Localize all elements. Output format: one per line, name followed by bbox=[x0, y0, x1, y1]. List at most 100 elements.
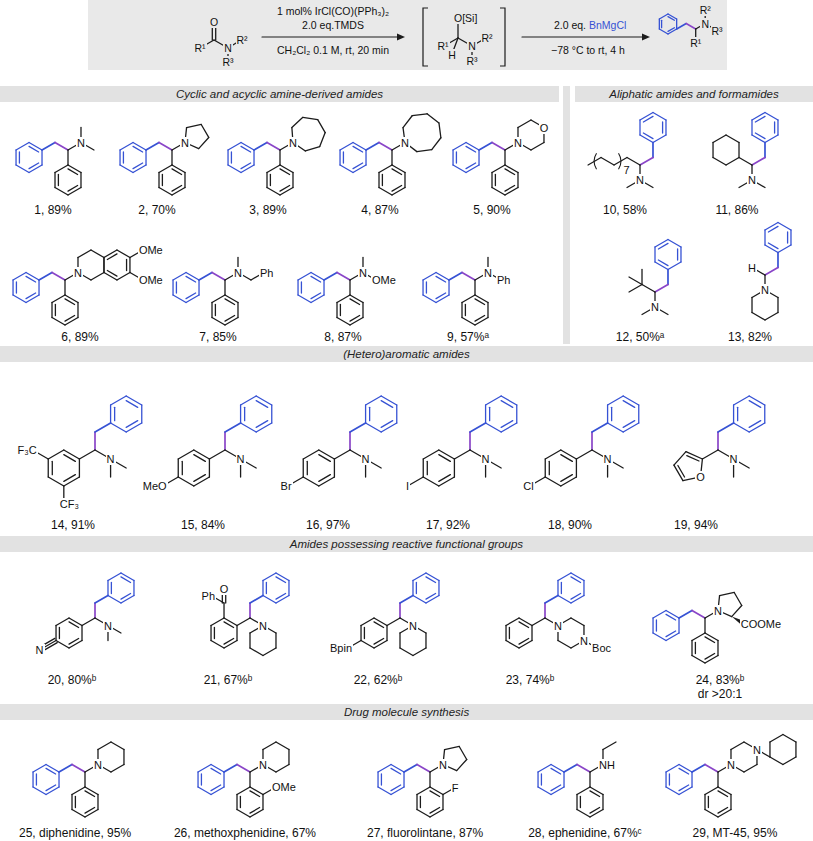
bond-line bbox=[237, 765, 250, 773]
bond-line bbox=[223, 772, 224, 787]
bond-line bbox=[478, 150, 479, 165]
atom-label: 7 bbox=[623, 164, 631, 176]
bond-line bbox=[489, 407, 490, 420]
bond-line bbox=[198, 280, 199, 295]
bond-line bbox=[361, 618, 374, 626]
bond-line bbox=[662, 122, 663, 133]
bond-line bbox=[749, 396, 765, 405]
bond-line bbox=[340, 143, 353, 151]
bond-line bbox=[250, 810, 263, 818]
bond-line bbox=[712, 143, 713, 158]
compound-caption: 25, diphenidine, 95% bbox=[18, 826, 132, 840]
bond-line bbox=[337, 273, 350, 281]
bond-line bbox=[439, 455, 451, 462]
bond-line bbox=[240, 405, 241, 423]
bond-line bbox=[457, 759, 467, 770]
atom-label: N bbox=[483, 267, 493, 279]
bond-line bbox=[231, 152, 232, 163]
bond-line bbox=[52, 295, 65, 303]
bond-line bbox=[505, 169, 515, 175]
bond-line bbox=[765, 135, 778, 143]
bond-line bbox=[107, 254, 117, 260]
bond-line bbox=[13, 273, 26, 281]
bond-line bbox=[571, 577, 581, 583]
bond-line bbox=[768, 243, 778, 249]
bond-line bbox=[391, 785, 401, 791]
bond-line bbox=[48, 450, 64, 459]
bond-line bbox=[379, 188, 392, 196]
bond-line bbox=[39, 273, 52, 281]
compound-caption: 26, methoxphenidine, 67% bbox=[173, 826, 317, 840]
atom-label: N bbox=[258, 620, 268, 632]
bond-line bbox=[212, 273, 225, 281]
bond-line bbox=[104, 250, 117, 258]
bond-line bbox=[95, 423, 111, 432]
bond-line bbox=[178, 459, 179, 477]
bond-line bbox=[75, 796, 76, 807]
bond-line bbox=[182, 461, 183, 474]
bond-line bbox=[224, 432, 226, 450]
bond-line bbox=[439, 123, 441, 138]
bond-line bbox=[250, 808, 260, 814]
section-band: Aliphatic amides and formamides bbox=[575, 86, 813, 102]
bond-line bbox=[91, 250, 104, 258]
bond-line bbox=[400, 648, 413, 656]
bond-line bbox=[211, 765, 224, 773]
bond-line bbox=[133, 146, 143, 152]
bond-line bbox=[110, 405, 111, 423]
bond-line bbox=[611, 407, 612, 420]
bond-line bbox=[271, 405, 272, 423]
bond-line bbox=[734, 396, 750, 405]
bond-line bbox=[783, 757, 796, 765]
bond-line bbox=[241, 143, 254, 151]
bond-line bbox=[403, 772, 404, 787]
bond-line bbox=[726, 135, 739, 143]
bracket bbox=[423, 8, 428, 66]
atom-label: Boc bbox=[591, 642, 612, 654]
bond-line bbox=[692, 611, 705, 619]
bond-line bbox=[668, 240, 681, 248]
bond-line bbox=[223, 603, 224, 618]
bond-line bbox=[486, 423, 502, 432]
bond-line bbox=[426, 596, 439, 604]
bond-line bbox=[129, 258, 130, 273]
bond-line bbox=[350, 423, 366, 432]
bond-line bbox=[532, 618, 545, 626]
bond-line bbox=[795, 742, 796, 757]
bond-line bbox=[640, 158, 653, 166]
bond-line bbox=[263, 742, 276, 750]
bond-line bbox=[320, 133, 325, 147]
atom-label: N bbox=[481, 453, 491, 465]
bond-line bbox=[519, 622, 529, 628]
bond-line bbox=[225, 295, 238, 303]
bond-line bbox=[126, 401, 138, 408]
bond-line bbox=[655, 262, 668, 270]
atom-label: N bbox=[700, 18, 710, 30]
bond-line bbox=[495, 174, 496, 185]
bond-line bbox=[561, 582, 562, 593]
bond-line bbox=[561, 450, 577, 459]
repeat-bracket bbox=[619, 153, 622, 169]
bond-line bbox=[38, 280, 39, 295]
bond-line bbox=[241, 396, 257, 405]
bond-line bbox=[778, 245, 791, 253]
compound-caption: 28, ephenidine, 67%ᶜ bbox=[527, 826, 643, 840]
bond-line bbox=[319, 450, 335, 459]
bond-line bbox=[666, 631, 676, 637]
bond-line bbox=[590, 787, 603, 795]
section-heading: Aliphatic amides and formamides bbox=[609, 86, 778, 102]
atom-label: O bbox=[695, 471, 706, 483]
atom-label: N bbox=[760, 284, 770, 296]
bond-line bbox=[623, 421, 635, 428]
bond-line bbox=[249, 633, 250, 648]
bond-line bbox=[121, 573, 134, 581]
atom-label: Bpin bbox=[329, 642, 353, 654]
bond-line bbox=[339, 150, 340, 165]
bond-line bbox=[280, 186, 290, 192]
bond-line bbox=[171, 150, 172, 165]
bond-line bbox=[563, 772, 564, 787]
bond-line bbox=[262, 795, 263, 810]
bond-line bbox=[474, 280, 475, 295]
bond-line bbox=[228, 143, 241, 151]
bond-line bbox=[173, 273, 186, 281]
